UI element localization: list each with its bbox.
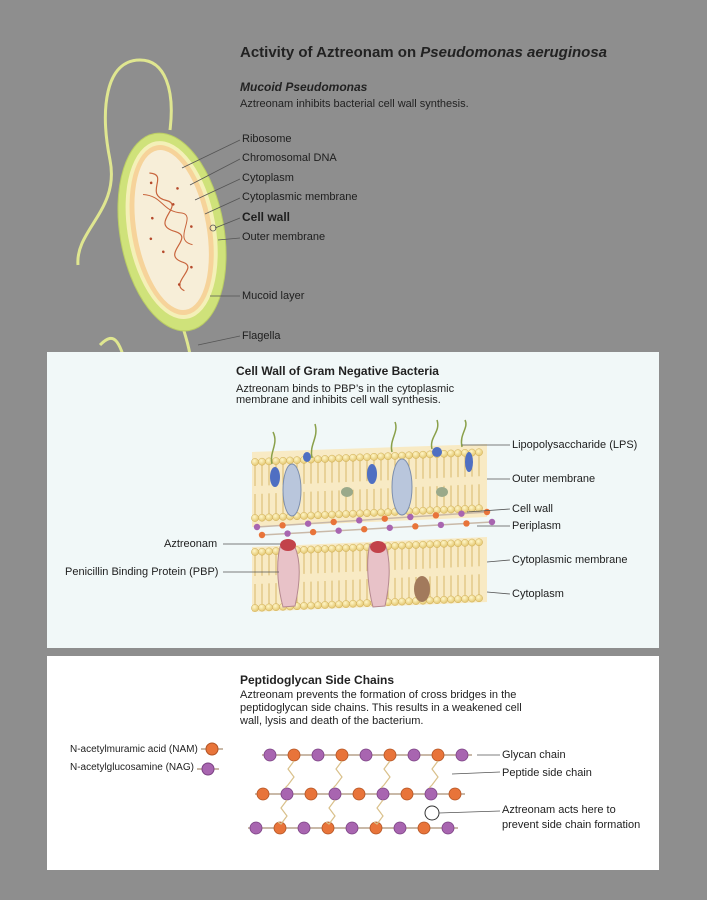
cytoplasm	[134, 150, 209, 311]
label-cytoplasm: Cytoplasm	[242, 172, 294, 184]
peptidoglycan-description-1: Aztreonam prevents the formation of cros…	[240, 689, 517, 701]
lps-chains	[270, 419, 467, 465]
label-ribosome: Ribosome	[242, 133, 292, 145]
title-main: Activity of Aztreonam on	[240, 44, 421, 61]
cell-wall-ring	[129, 145, 214, 316]
peptidoglycan-panel: Peptidoglycan Side Chains Aztreonam prev…	[47, 656, 659, 870]
ribosomes	[149, 181, 193, 286]
label-aztreonam: Aztreonam	[164, 538, 218, 550]
legend-nam-label: N-acetylmuramic acid (NAM)	[70, 744, 198, 755]
bacterium-subtitle: Mucoid Pseudomonas	[240, 80, 368, 94]
legend-nag-label: N-acetylglucosamine (NAG)	[70, 762, 194, 773]
peptidoglycan-chains	[248, 748, 472, 835]
bacterium-leader-lines	[181, 139, 241, 346]
label-aztreonam-acts-1: Aztreonam acts here to	[502, 804, 616, 816]
bacterium-description: Aztreonam inhibits bacterial cell wall s…	[240, 98, 469, 110]
label-aztreonam-acts-2: prevent side chain formation	[502, 819, 641, 831]
peptidoglycan-leader-lines	[438, 754, 501, 814]
label-cytoplasm-panel: Cytoplasm	[512, 588, 564, 600]
label-cytoplasmic-membrane: Cytoplasmic membrane	[242, 191, 358, 203]
outer-membrane-ring	[125, 141, 218, 319]
label-pbp: Penicillin Binding Protein (PBP)	[65, 566, 219, 578]
cell-wall-panel-title: Cell Wall of Gram Negative Bacteria	[236, 364, 439, 378]
pbp-proteins	[277, 539, 430, 608]
title-organism: Pseudomonas aeruginosa	[420, 44, 608, 61]
label-peptide-side-chain: Peptide side chain	[502, 767, 592, 779]
flagellum-top	[76, 58, 173, 266]
peptidoglycan-illustration	[197, 742, 501, 835]
label-flagella: Flagella	[242, 330, 281, 342]
legend-nag-bead	[201, 762, 215, 776]
label-cell-wall: Cell wall	[242, 210, 291, 224]
page-title: Activity of Aztreonam on Pseudomonas aer…	[240, 44, 607, 61]
cell-wall-description-1: Aztreonam binds to PBP’s in the cytoplas…	[236, 383, 455, 395]
membrane-illustration	[223, 419, 511, 612]
chromosomal-dna-2	[143, 193, 193, 246]
cell-wall-leader-lines	[223, 444, 511, 595]
cell-wall-beads	[253, 508, 496, 539]
aztreonam-site-marker	[424, 805, 440, 821]
label-cytoplasmic-membrane-panel: Cytoplasmic membrane	[512, 554, 628, 566]
label-cell-wall-panel: Cell wall	[512, 503, 553, 515]
label-outer-membrane-panel: Outer membrane	[512, 473, 596, 485]
peptidoglycan-panel-title: Peptidoglycan Side Chains	[240, 673, 395, 687]
mucoid-layer	[117, 132, 227, 332]
peptidoglycan-description-3: wall, lysis and death of the bacterium.	[240, 715, 424, 727]
cell-wall-description-2: membrane and inhibits cell wall synthesi…	[236, 394, 441, 406]
legend-nam-bead	[205, 742, 219, 756]
chromosomal-dna	[149, 172, 189, 292]
label-mucoid-layer: Mucoid layer	[242, 290, 305, 302]
label-lps: Lipopolysaccharide (LPS)	[512, 439, 638, 451]
label-chromosomal-dna: Chromosomal DNA	[242, 152, 337, 164]
cell-wall-panel: Cell Wall of Gram Negative Bacteria Aztr…	[47, 352, 659, 648]
label-periplasm: Periplasm	[512, 520, 561, 532]
peptidoglycan-description-2: peptidoglycan side chains. This results …	[240, 702, 522, 714]
label-glycan-chain: Glycan chain	[502, 749, 566, 761]
label-outer-membrane: Outer membrane	[242, 231, 326, 243]
outer-membrane-proteins	[270, 447, 473, 517]
